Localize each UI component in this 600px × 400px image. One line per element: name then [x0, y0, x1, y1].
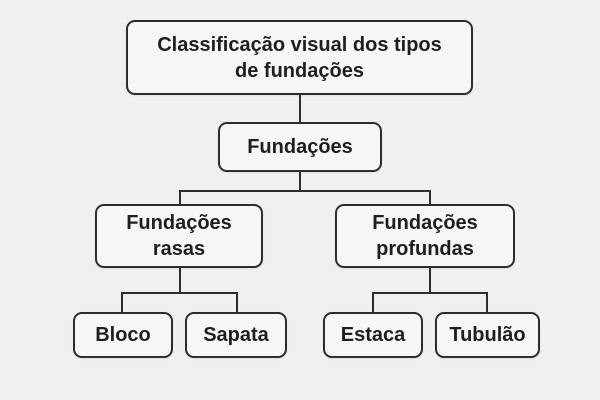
node-title-label: Classificação visual dos tipos de fundaç…: [157, 33, 442, 82]
node-bloco: Bloco: [73, 312, 173, 358]
node-fundacoes-profundas-label: Fundações profundas: [372, 212, 478, 260]
node-tubulao-label: Tubulão: [449, 324, 526, 346]
node-sapata: Sapata: [185, 312, 287, 358]
edge-profundas-children: [372, 292, 488, 312]
node-estaca: Estaca: [323, 312, 423, 358]
node-estaca-label: Estaca: [340, 324, 406, 346]
node-fundacoes-label: Fundações: [247, 136, 353, 158]
node-fundacoes-rasas-label: Fundações rasas: [126, 212, 232, 260]
node-title: Classificação visual dos tipos de fundaç…: [126, 20, 473, 95]
node-bloco-label: Bloco: [95, 324, 151, 346]
node-tubulao: Tubulão: [435, 312, 540, 358]
edge-fundacoes-children: [179, 190, 431, 205]
node-fundacoes: Fundações: [218, 122, 382, 172]
edge-rasas-children: [121, 292, 238, 312]
node-fundacoes-profundas: Fundações profundas: [335, 204, 515, 268]
node-fundacoes-rasas: Fundações rasas: [95, 204, 263, 268]
node-sapata-label: Sapata: [203, 324, 269, 346]
